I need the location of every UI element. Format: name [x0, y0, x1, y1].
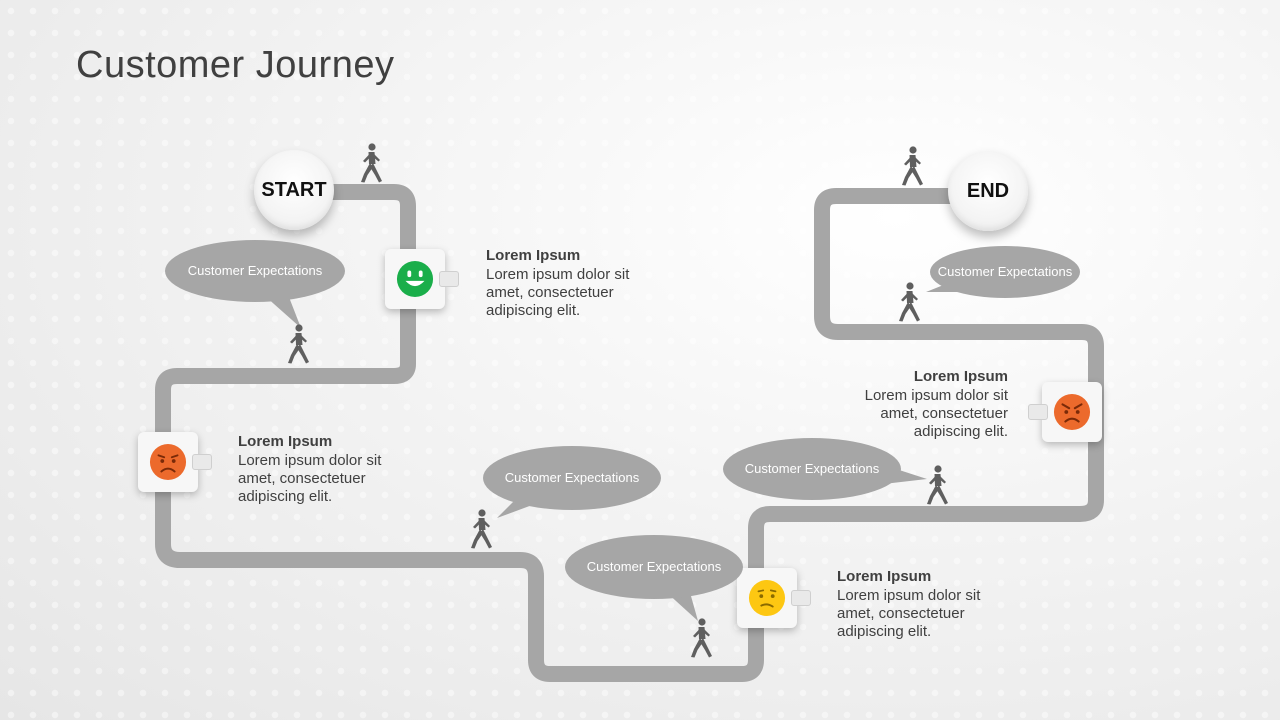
bubble-shape: [165, 240, 345, 328]
card-tab: [192, 454, 212, 470]
sad-face-icon: [149, 443, 187, 481]
end-label: END: [966, 179, 1010, 202]
walking-person-icon: [471, 509, 492, 549]
bubble-shape: [723, 438, 927, 500]
step-description-4: Lorem Ipsum Lorem ipsum dolor sit amet, …: [833, 368, 1008, 441]
expectation-bubble-4: Customer Expectations: [723, 438, 927, 500]
walking-person-icon: [361, 143, 382, 183]
walking-person-icon: [691, 618, 712, 658]
angry-face-icon: [1053, 393, 1091, 431]
bubble-shape: [926, 246, 1080, 298]
card-tab: [791, 590, 811, 606]
start-label: START: [261, 178, 327, 201]
walking-person-icon: [899, 282, 920, 322]
step-description-1: Lorem Ipsum Lorem ipsum dolor sit amet, …: [486, 247, 661, 320]
bubble-text: Customer Expectations: [937, 264, 1073, 279]
walking-person-icon: [927, 465, 948, 505]
step-heading: Lorem Ipsum: [913, 368, 1008, 385]
step-description-3: Lorem Ipsum Lorem ipsum dolor sit amet, …: [837, 568, 1012, 641]
expectation-bubble-1: Customer Expectations: [165, 240, 345, 328]
step-card-4: [1028, 382, 1102, 442]
path-line: [155, 184, 1104, 682]
start-node: START: [254, 150, 334, 230]
bubble-shape: [483, 446, 661, 518]
step-body: Lorem ipsum dolor sit amet, consectetuer…: [837, 587, 981, 640]
happy-face-icon: [396, 260, 434, 298]
step-card-3: [737, 568, 811, 628]
step-heading: Lorem Ipsum: [238, 433, 333, 450]
expectation-bubble-5: Customer Expectations: [926, 246, 1080, 298]
page-title: Customer Journey: [76, 44, 395, 86]
bubble-text: Customer Expectations: [586, 559, 722, 574]
bubble-text: Customer Expectations: [744, 461, 880, 476]
bubble-text: Customer Expectations: [187, 263, 323, 278]
bubble-text: Customer Expectations: [504, 470, 640, 485]
step-card-2: [138, 432, 212, 492]
end-node: END: [948, 151, 1028, 231]
step-heading: Lorem Ipsum: [837, 568, 932, 585]
card-tab: [1028, 404, 1048, 420]
step-card-1: [385, 249, 459, 309]
step-body: Lorem ipsum dolor sit amet, consectetuer…: [486, 266, 630, 319]
walking-person-icon: [288, 324, 309, 364]
step-description-2: Lorem Ipsum Lorem ipsum dolor sit amet, …: [238, 433, 413, 506]
step-body: Lorem ipsum dolor sit amet, consectetuer…: [238, 452, 382, 505]
step-heading: Lorem Ipsum: [486, 247, 581, 264]
walking-person-icon: [902, 146, 923, 186]
bubble-shape: [565, 535, 743, 621]
neutral-face-icon: [748, 579, 786, 617]
card-tab: [439, 271, 459, 287]
expectation-bubble-2: Customer Expectations: [483, 446, 661, 518]
expectation-bubble-3: Customer Expectations: [565, 535, 743, 621]
step-body: Lorem ipsum dolor sit amet, consectetuer…: [864, 387, 1008, 440]
